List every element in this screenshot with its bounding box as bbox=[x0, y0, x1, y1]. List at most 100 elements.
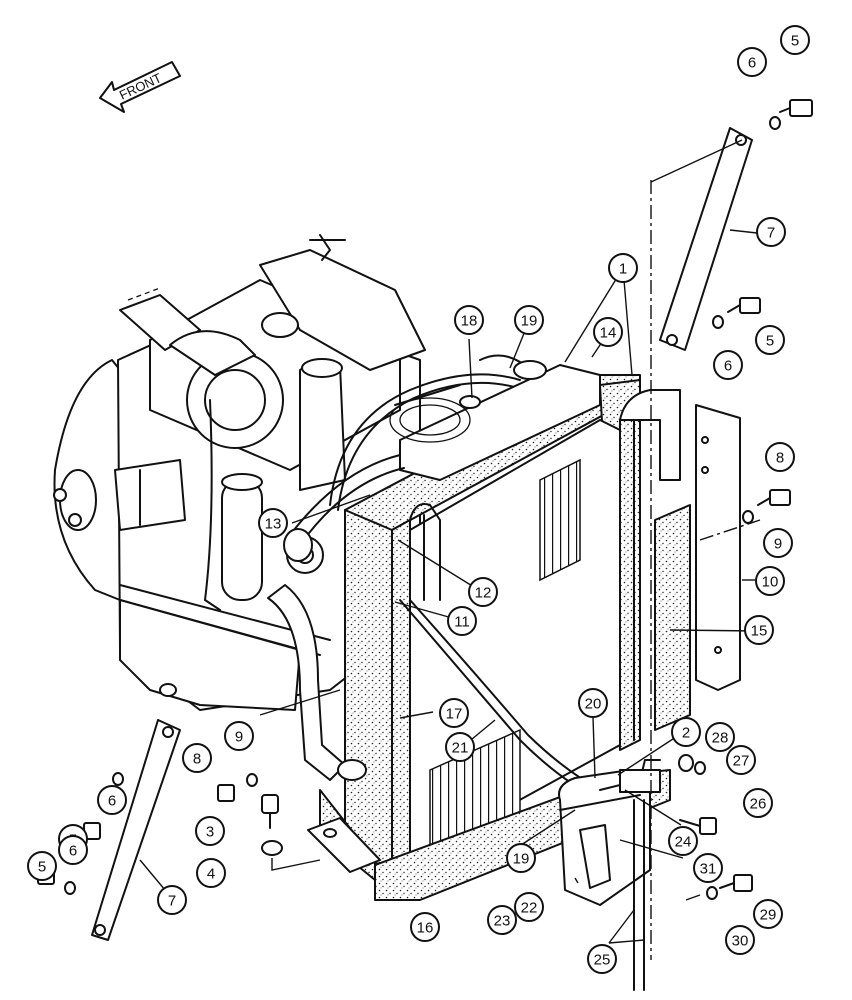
callout-number: 3 bbox=[206, 824, 214, 841]
callout-number: 24 bbox=[675, 834, 692, 851]
callout-number: 12 bbox=[475, 585, 492, 602]
callout-20: 20 bbox=[578, 688, 608, 718]
callout-bubble bbox=[765, 442, 795, 472]
callout-10: 10 bbox=[755, 566, 785, 596]
callout-bubble bbox=[753, 899, 783, 929]
callout-30: 30 bbox=[725, 925, 755, 955]
callout-bubble bbox=[705, 722, 735, 752]
drain-tube bbox=[633, 799, 645, 991]
callout-number: 21 bbox=[452, 740, 469, 757]
callout-bubble bbox=[439, 698, 469, 728]
callout-number: 10 bbox=[762, 574, 779, 591]
callout-number: 7 bbox=[168, 893, 176, 910]
callout-bubble bbox=[447, 606, 477, 636]
callout-16: 16 bbox=[410, 912, 440, 942]
engine-assembly bbox=[53, 234, 426, 711]
callout-6: 6 bbox=[58, 835, 88, 865]
callout-7: 7 bbox=[756, 217, 786, 247]
callout-number: 6 bbox=[108, 793, 116, 810]
callout-number: 31 bbox=[700, 861, 717, 878]
callout-6: 6 bbox=[737, 47, 767, 77]
callout-bubble bbox=[258, 508, 288, 538]
callout-bubble bbox=[755, 325, 785, 355]
callout-bubble bbox=[514, 892, 544, 922]
callout-bubble bbox=[224, 721, 254, 751]
callout-bubble bbox=[693, 853, 723, 883]
callout-number: 8 bbox=[193, 751, 201, 768]
callout-bubble bbox=[195, 816, 225, 846]
hardware-bolts-washers bbox=[37, 99, 813, 900]
callout-5: 5 bbox=[27, 851, 57, 881]
callout-8: 8 bbox=[182, 743, 212, 773]
callout-2: 2 bbox=[671, 717, 701, 747]
callout-number: 25 bbox=[594, 952, 611, 969]
callout-bubble bbox=[445, 732, 475, 762]
callout-number: 5 bbox=[791, 33, 799, 50]
callout-bubble bbox=[743, 788, 773, 818]
callout-number: 8 bbox=[776, 450, 784, 467]
callout-number: 30 bbox=[732, 933, 749, 950]
callout-bubble bbox=[725, 925, 755, 955]
callout-27: 27 bbox=[726, 745, 756, 775]
fan-shroud-ring bbox=[329, 373, 521, 511]
callout-24: 24 bbox=[668, 826, 698, 856]
callout-number: 4 bbox=[207, 866, 215, 883]
callout-bubble bbox=[58, 835, 88, 865]
callout-bubble bbox=[744, 615, 774, 645]
callout-19: 19 bbox=[506, 843, 536, 873]
callout-6: 6 bbox=[713, 350, 743, 380]
callout-17: 17 bbox=[439, 698, 469, 728]
callout-bubble bbox=[578, 688, 608, 718]
callout-25: 25 bbox=[587, 944, 617, 974]
callout-18: 18 bbox=[454, 305, 484, 335]
callout-number: 9 bbox=[774, 536, 782, 553]
callout-bubble bbox=[410, 912, 440, 942]
callout-number: 14 bbox=[600, 325, 617, 342]
callout-bubble bbox=[196, 858, 226, 888]
callout-number: 5 bbox=[38, 859, 46, 876]
callout-bubble bbox=[157, 885, 187, 915]
callout-bubble bbox=[668, 826, 698, 856]
callout-number: 15 bbox=[751, 623, 768, 640]
callout-number: 22 bbox=[521, 900, 538, 917]
callout-12: 12 bbox=[468, 577, 498, 607]
lower-stay-rod bbox=[91, 719, 181, 941]
callout-number: 5 bbox=[766, 333, 774, 350]
callout-number: 28 bbox=[712, 730, 729, 747]
callout-bubble bbox=[27, 851, 57, 881]
callout-number: 26 bbox=[750, 796, 767, 813]
callout-11: 11 bbox=[447, 606, 477, 636]
callout-3: 3 bbox=[195, 816, 225, 846]
callout-bubble bbox=[454, 305, 484, 335]
callout-number: 11 bbox=[454, 614, 470, 631]
callout-number: 6 bbox=[69, 843, 77, 860]
callout-number: 2 bbox=[682, 725, 690, 742]
upper-stay-rod bbox=[659, 127, 753, 351]
callout-number: 17 bbox=[446, 706, 463, 723]
callout-bubble bbox=[763, 528, 793, 558]
callout-14: 14 bbox=[593, 317, 623, 347]
callout-bubble bbox=[468, 577, 498, 607]
callout-number: 7 bbox=[767, 225, 775, 242]
callout-number: 18 bbox=[461, 313, 478, 330]
callout-bubble bbox=[671, 717, 701, 747]
reserve-tank bbox=[558, 759, 661, 906]
callout-number: 13 bbox=[265, 516, 282, 533]
callout-13: 13 bbox=[258, 508, 288, 538]
callout-number: 6 bbox=[724, 358, 732, 375]
callout-bubble bbox=[780, 25, 810, 55]
callout-number: 9 bbox=[235, 729, 243, 746]
callout-8: 8 bbox=[765, 442, 795, 472]
callout-4: 4 bbox=[196, 858, 226, 888]
callout-number: 23 bbox=[494, 913, 511, 930]
callout-number: 19 bbox=[521, 313, 538, 330]
callout-5: 5 bbox=[755, 325, 785, 355]
callout-number: 27 bbox=[733, 753, 750, 770]
callout-bubble bbox=[593, 317, 623, 347]
callout-number: 29 bbox=[760, 907, 777, 924]
callout-7: 7 bbox=[157, 885, 187, 915]
callout-bubble bbox=[506, 843, 536, 873]
callout-22: 22 bbox=[514, 892, 544, 922]
callout-bubble bbox=[608, 253, 638, 283]
